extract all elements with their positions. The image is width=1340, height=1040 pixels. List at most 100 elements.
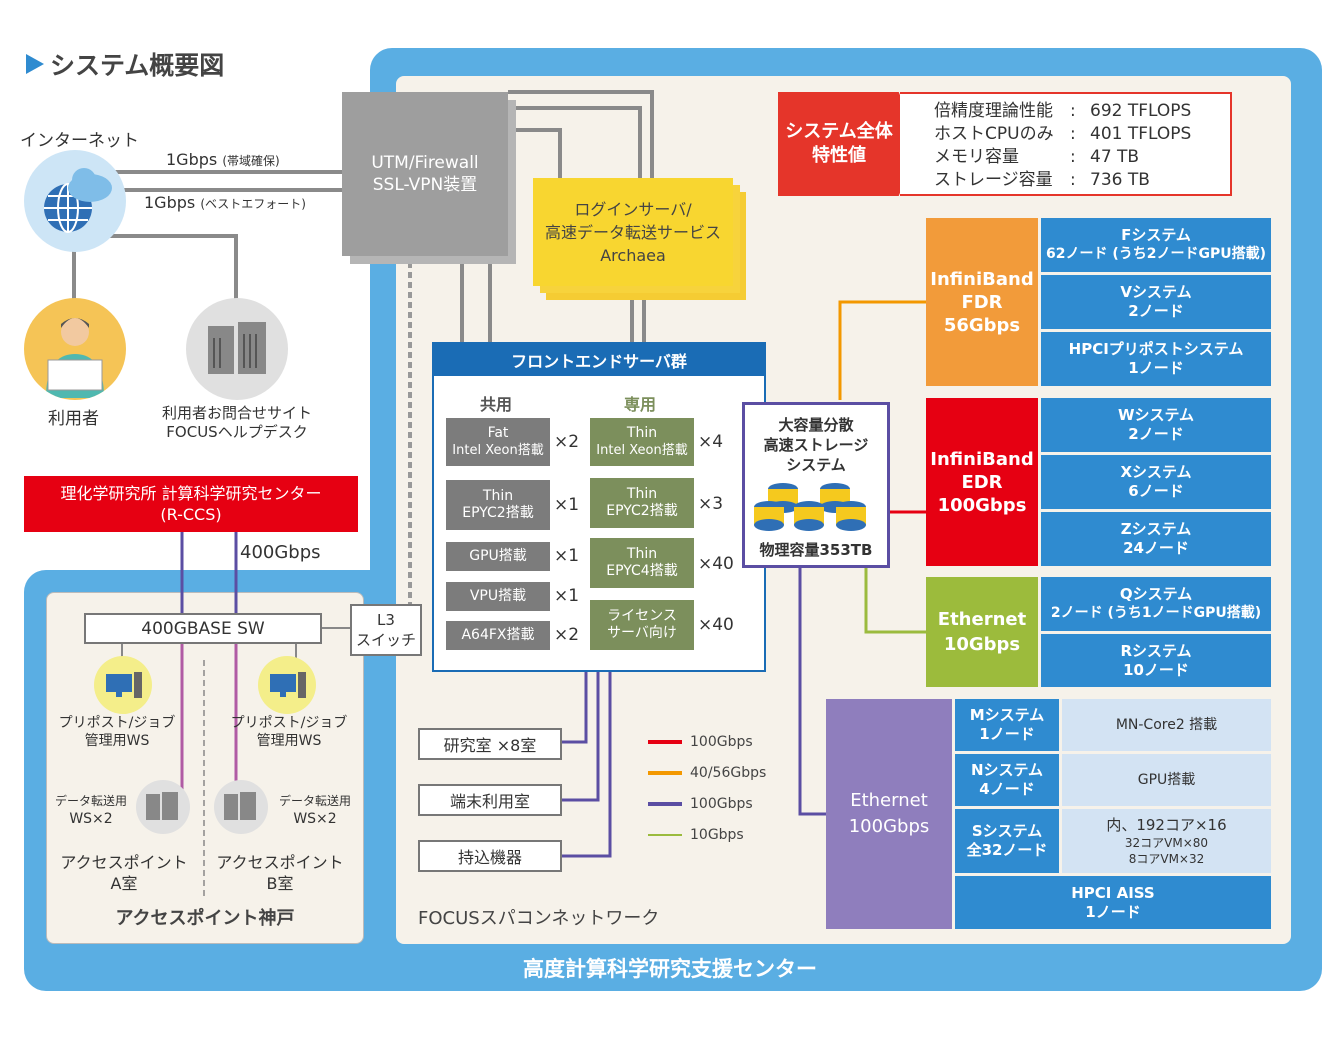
riken-rccs-box: 理化学研究所 計算科学研究センター(R-CCS) [24,476,358,532]
shared-label: 共用 [480,395,513,414]
spec-row: メモリ容量:47 TB [934,147,1140,167]
legend-swatch-red [648,739,682,744]
dedicated-count: ×40 [698,554,734,574]
internet-link-1-label: 1Gbps (帯域確保) [166,150,280,169]
dedicated-label: 専用 [624,395,657,414]
internet-helpdesk-link [110,234,238,300]
legend-swatch-purple [648,801,682,806]
utm-login-link-3 [508,90,654,178]
pink-links [180,644,238,790]
storage-eth10-link [864,568,926,634]
dedicated-count: ×40 [698,615,734,635]
workstation-b-icon [258,656,316,714]
data-transfer-a-icon [136,780,190,834]
storage-label-line3: システム [786,456,846,474]
grey-links [72,90,654,342]
shared-count: ×1 [554,495,580,515]
utm-login-link-1 [508,128,562,178]
storage-fdr-link [838,300,926,400]
storage-capacity: 物理容量353TB [759,541,873,559]
data-transfer-b-icon [214,780,268,834]
legend-item: 100Gbps [648,788,766,819]
shared-count: ×2 [554,432,580,452]
internet-globe-icon [24,150,126,252]
switch-400gbase: 400GBASE SW [84,613,322,644]
shared-server-a64fx: A64FX搭載 [446,621,550,650]
user-icon [24,298,126,400]
frontend-lab-link [562,672,588,744]
room-terminal: 端末利用室 [418,784,562,816]
internet-link-2-label: 1Gbps (ベストエフォート) [144,193,306,212]
focus-network-label: FOCUSスパコンネットワーク [418,908,660,929]
spec-row: ホストCPUのみ:401 TFLOPS [934,124,1192,144]
frontend-title: フロントエンドサーバ群 [434,344,764,376]
storage-label-line1: 大容量分散 [778,416,854,434]
system-n-desc: GPU搭載 [1062,754,1271,806]
storage-eth100-link [798,568,826,816]
dedicated-server-license: ライセンスサーバ向け [590,600,694,650]
room-byod: 持込機器 [418,840,562,872]
shared-server-vpu: VPU搭載 [446,582,550,611]
support-center-label: 高度計算科学研究支援センター [523,957,817,981]
legend: 100Gbps 40/56Gbps 100Gbps 10Gbps [648,726,766,850]
system-m-desc: MN-Core2 搭載 [1062,699,1271,751]
triangle-bullet-icon [26,54,44,74]
shared-count: ×1 [554,546,580,566]
legend-item: 10Gbps [648,819,766,850]
workstation-b-label: プリポスト/ジョブ管理用WS [230,715,348,749]
spec-label-box: システム全体特性値 [778,92,920,196]
riken-link-label: 400Gbps [240,542,321,563]
spec-row: 倍精度理論性能:692 TFLOPS [934,101,1192,121]
dedicated-count: ×4 [698,432,724,452]
workstation-a-icon [94,656,152,714]
shared-count: ×1 [554,586,580,606]
purple-links [180,498,826,858]
access-point-area [46,592,364,944]
spec-table: 倍精度理論性能:692 TFLOPS ホストCPUのみ:401 TFLOPS メ… [900,92,1232,196]
frontend-byod-link [562,672,612,858]
user-label: 利用者 [48,409,99,429]
legend-swatch-green [648,833,682,836]
shared-count: ×2 [554,625,580,645]
utm-login-link-2 [508,106,642,178]
legend-swatch-orange [648,770,682,775]
room-lab: 研究室 ×8室 [418,728,562,760]
internet-label: インターネット [20,131,139,151]
system-s-desc: 内、192コア×16 32コアVM×80 8コアVM×32 [1062,809,1271,873]
legend-item: 100Gbps [648,726,766,757]
system-s: Sシステム全32ノード [955,809,1059,873]
workstation-a-label: プリポスト/ジョブ管理用WS [58,715,176,749]
page-title-block: システム概要図 [26,48,224,80]
legend-item: 40/56Gbps [648,757,766,788]
shared-server-gpu: GPU搭載 [446,542,550,571]
page-title: システム概要図 [50,51,225,80]
storage-label-line2: 高速ストレージ [763,436,869,454]
access-point-kobe-label: アクセスポイント神戸 [115,908,295,929]
frontend-terminal-link [562,672,600,802]
helpdesk-server-icon [186,298,288,400]
